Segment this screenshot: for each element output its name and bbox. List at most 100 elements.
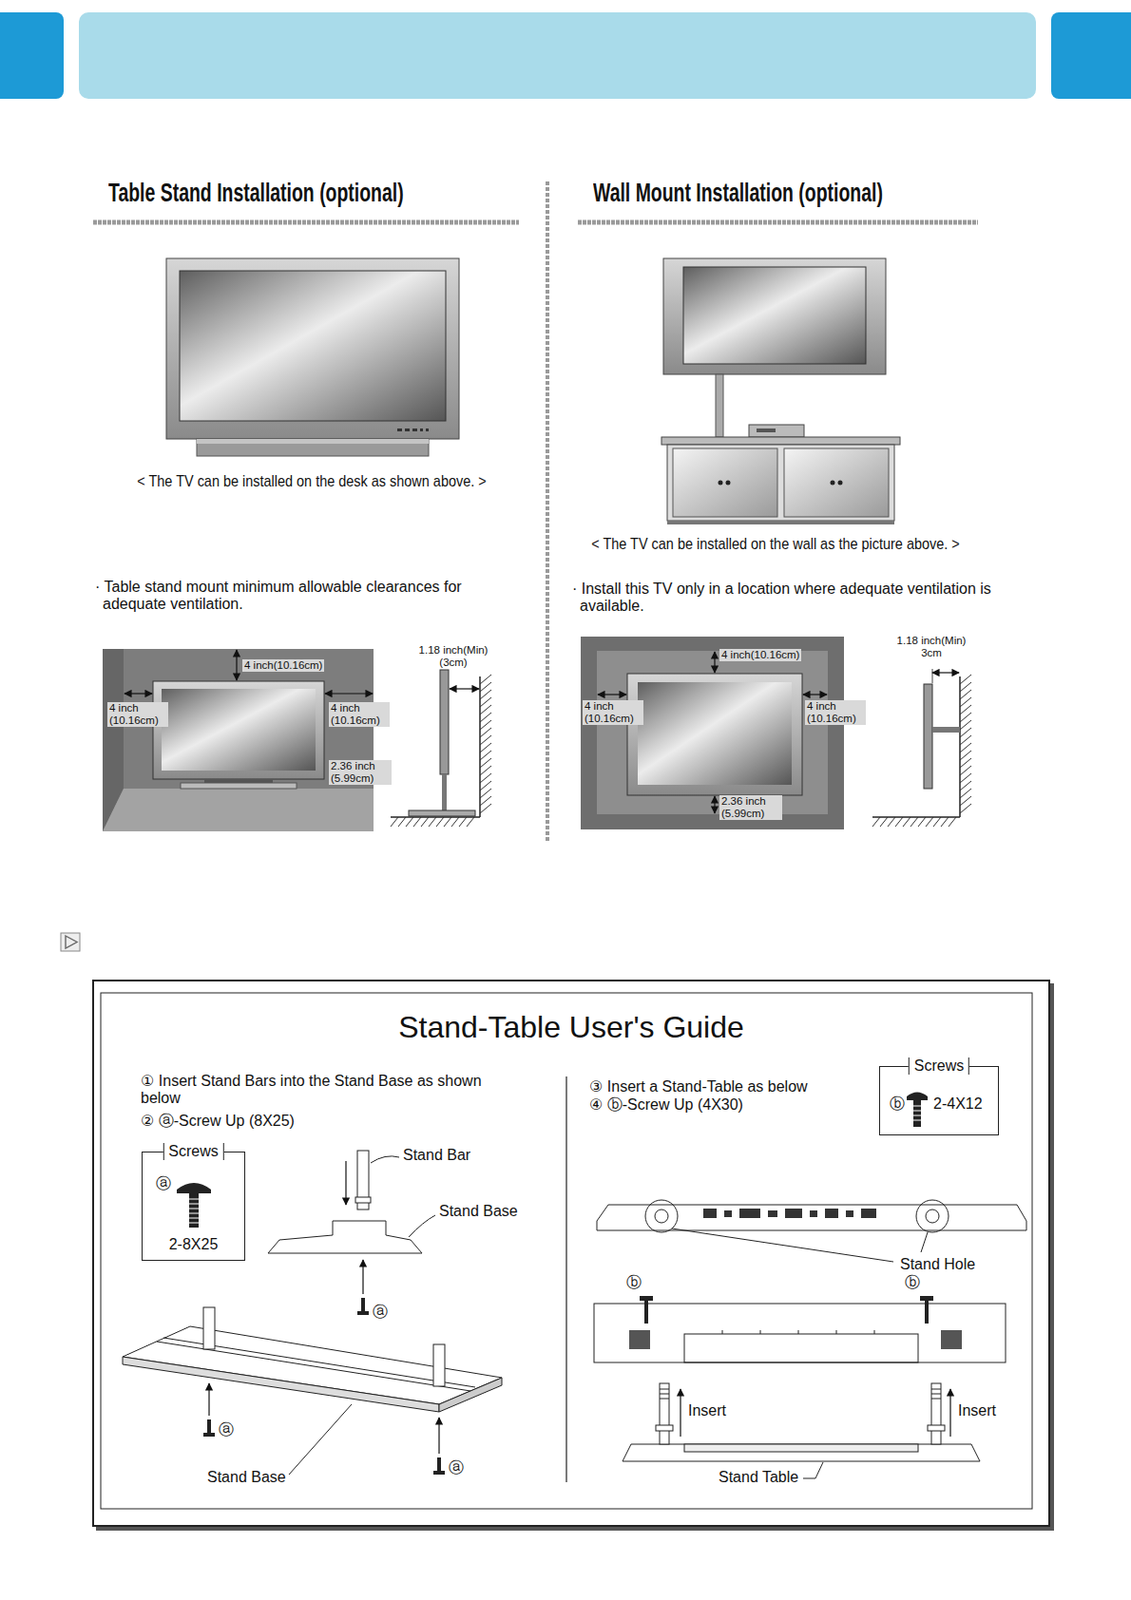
wall-side-view [958,676,961,818]
section-heading: Wall Mount Installation (optional) [593,178,883,209]
stand-base-illustration [438,1418,440,1455]
screw-icon [176,1189,211,1194]
guide-inner-frame [100,993,1033,1510]
stand-base-illustration [207,1419,211,1434]
tv-bottom-illustration [645,1200,678,1233]
table-clearance-figure [204,779,273,784]
screw-callout: ⓐ [448,1459,464,1477]
tv-on-wall [748,424,805,438]
header-band [0,12,64,99]
tv-bottom-illustration [596,1200,1027,1263]
insert-label: Insert [688,1402,727,1420]
header-band [0,12,1131,99]
column-divider [545,181,550,844]
tv-on-table-stand [166,258,460,457]
wall-clearance-figure [803,693,827,695]
stand-table-illustration [622,1444,980,1462]
tv-on-wall [683,267,866,365]
stand-bar-illustration [355,1197,371,1204]
screw-callout: ⓐ [372,1303,388,1322]
table-side-view [408,810,476,817]
stand-base-illustration [122,1307,502,1476]
wall-side-view [959,674,972,814]
note-text: · Install this TV only in a location whe… [572,580,1027,616]
table-clearance-figure [102,649,374,832]
dimension-label: 2.36 inch (5.99cm) [719,795,783,821]
stand-base-illustration [208,1383,210,1417]
header-band [78,12,1036,99]
wall-side-view [923,684,933,789]
figure-caption: < The TV can be installed on the wall as… [591,535,959,555]
tv-on-table-stand [196,439,429,444]
step-text: ④ ⓑ-Screw Up (4X30) [589,1096,744,1114]
stand-table-illustration [684,1444,919,1453]
tv-on-wall [672,448,778,518]
screw-callout: ⓑ [626,1274,642,1292]
stand-bar-illustration [370,1156,400,1164]
wall-clearance-figure [597,693,627,695]
wall-clearance-figure [596,651,828,815]
tv-back-illustration [639,1296,653,1302]
tv-on-table-stand [404,428,410,432]
dimension-label: 4 inch (10.16cm) [328,702,390,728]
screw-heading: Screws [908,1057,970,1075]
tv-bottom-illustration [739,1208,761,1219]
screw-icon [189,1199,199,1224]
table-side-view [479,676,481,818]
play-icon [60,933,80,952]
dimension-label: 1.18 inch(Min) 3cm [888,634,975,660]
dimension-label: 4 inch (10.16cm) [107,702,169,728]
stand-base-illustration [433,1471,445,1476]
table-side-view [441,774,447,811]
tv-bottom-illustration [671,1228,894,1263]
table-clearance-figure [102,649,374,832]
stand-base-illustration [437,1457,441,1472]
tv-bottom-illustration [916,1200,949,1233]
table-side-view [449,688,480,690]
stand-bar-illustration [345,1161,346,1206]
stand-table-illustration [949,1389,951,1438]
stand-table-illustration [679,1389,681,1438]
table-clearance-figure [102,788,374,832]
part-name: Stand Bar [402,1147,471,1165]
tv-bottom-illustration [920,1232,928,1253]
tv-bottom-illustration [767,1210,778,1218]
table-clearance-figure [161,689,316,771]
guide-title: Stand-Table User's Guide [94,1010,1049,1046]
stand-bar-illustration [268,1221,422,1254]
tv-bottom-illustration [703,1208,717,1219]
header-band [1051,12,1131,99]
step-text: ② ⓐ-Screw Up (8X25) [140,1112,295,1131]
screw-box: Screwsⓑ2-4X12 [879,1066,999,1136]
guide-frame: Stand-Table User's GuideScrewsⓐ2-8X25Scr… [92,979,1051,1528]
table-clearance-figure [153,681,325,780]
stand-bar-illustration [357,1311,369,1316]
wall-side-view [872,816,960,819]
wall-side-view [932,727,960,733]
stand-table-illustration [803,1462,824,1479]
tv-bottom-illustration [785,1208,803,1219]
tv-bottom-illustration [654,1209,669,1224]
table-side-view [390,670,492,827]
stand-table-illustration [931,1383,941,1445]
wall-clearance-figure [627,673,803,796]
screw-callout: ⓑ [889,1095,905,1113]
tv-on-wall [784,448,889,518]
screw-size: 2-4X12 [933,1095,983,1113]
tv-on-table-stand [397,428,403,432]
tv-back-illustration [924,1301,929,1324]
part-name: Stand Base [207,1469,287,1487]
screw-callout: ⓑ [904,1274,921,1292]
part-name: Stand Base [439,1203,518,1221]
tv-on-wall [830,480,836,486]
screw-icon [189,1193,199,1228]
screw-icon [913,1106,921,1121]
stand-base-illustration [288,1404,352,1476]
guide-inner-frame [565,1076,567,1483]
wall-clearance-figure [713,796,715,814]
tv-on-wall [661,437,901,445]
stand-bar-illustration [268,1150,436,1316]
tv-on-wall [667,520,895,525]
insert-label: Insert [958,1402,997,1420]
